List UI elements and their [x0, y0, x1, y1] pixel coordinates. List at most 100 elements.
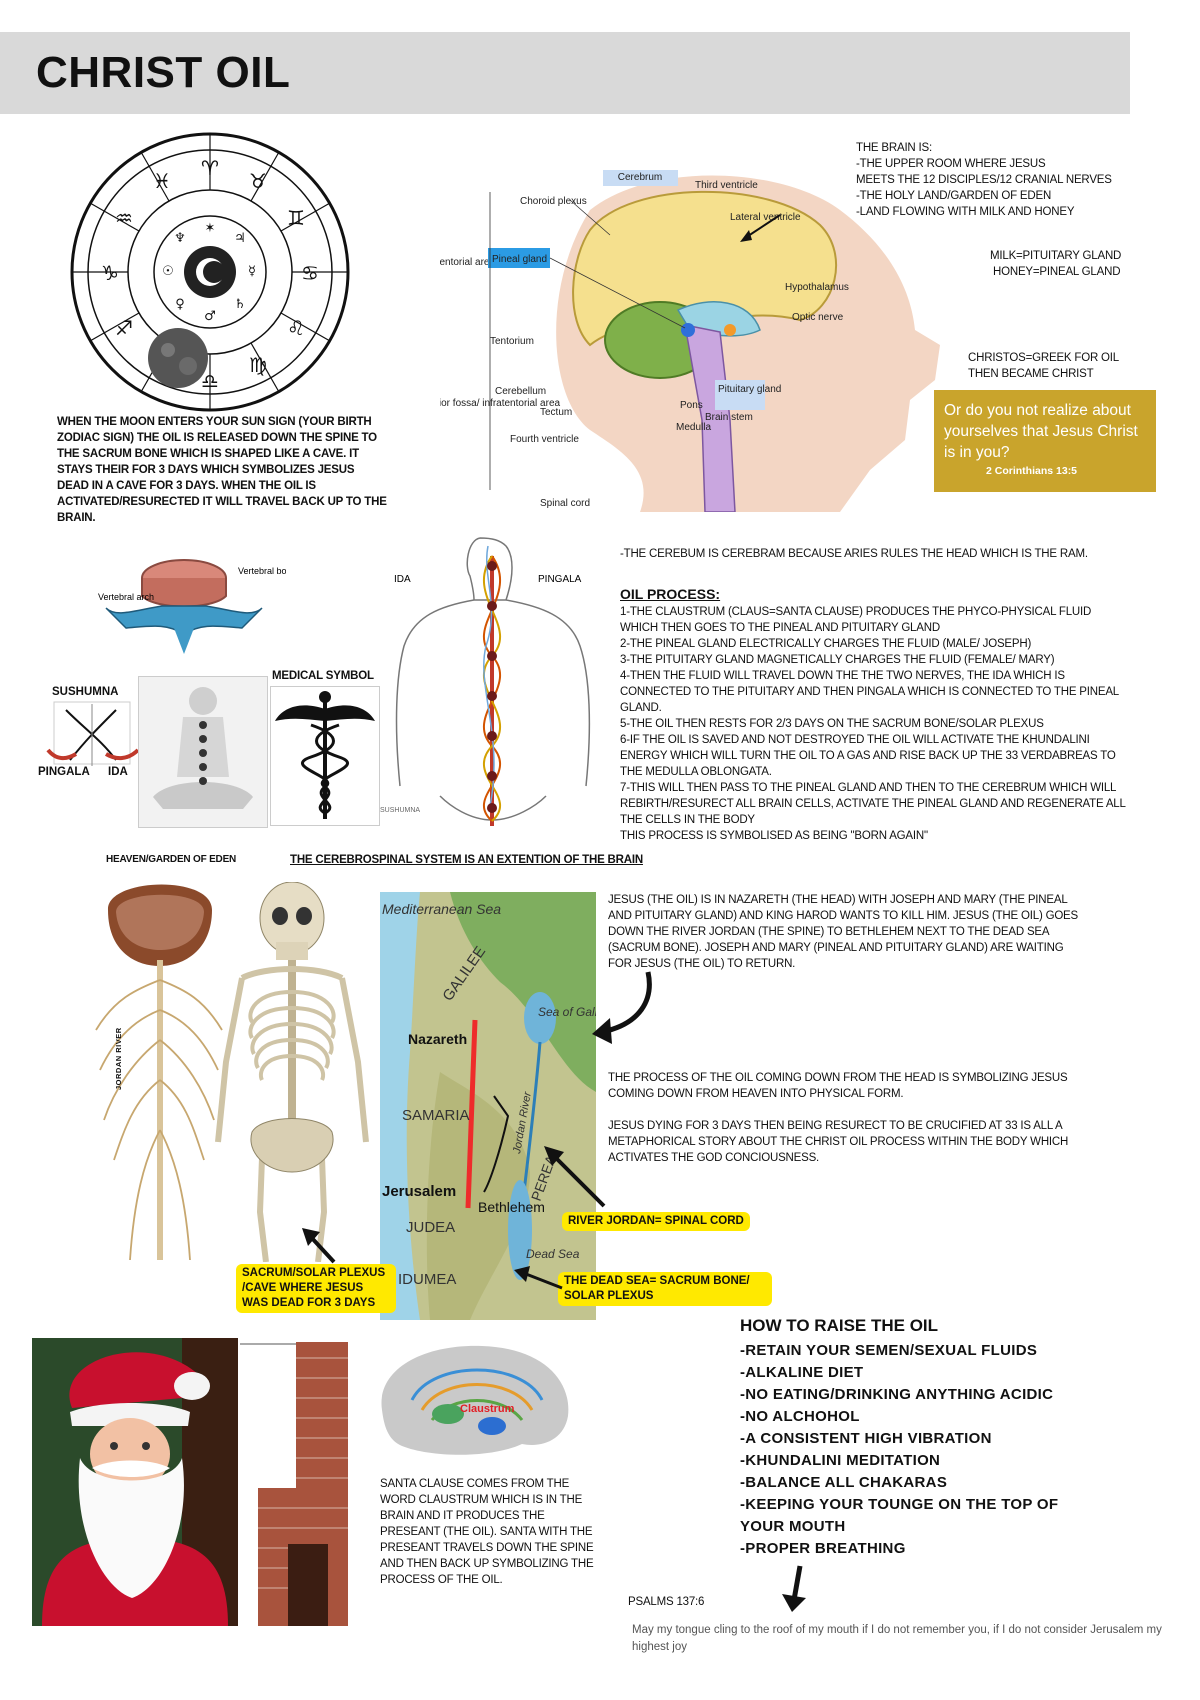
- nazareth-story-text: JESUS (THE OIL) IS IN NAZARETH (THE HEAD…: [608, 894, 1078, 970]
- page-title: CHRIST OIL: [36, 48, 291, 97]
- svg-text:Spinal cord: Spinal cord: [540, 498, 590, 509]
- svg-text:SUSHUMNA: SUSHUMNA: [380, 807, 420, 814]
- svg-text:♒: ♒: [115, 206, 133, 230]
- svg-text:♈: ♈: [201, 156, 219, 180]
- svg-text:Fourth ventricle: Fourth ventricle: [510, 434, 579, 445]
- svg-text:♂: ♂: [204, 309, 216, 324]
- verse-box: Or do you not realize about yourselves t…: [934, 390, 1156, 492]
- santa-text: SANTA CLAUSE COMES FROM THE WORD CLAUSTR…: [380, 1478, 594, 1586]
- ida-label: IDA: [108, 766, 128, 778]
- svg-text:♑: ♑: [101, 261, 119, 285]
- svg-text:Jerusalem: Jerusalem: [382, 1183, 456, 1200]
- svg-text:Brain stem: Brain stem: [705, 412, 753, 423]
- verse-ref: 2 Corinthians 13:5: [986, 465, 1078, 477]
- svg-text:Posterior fossa/ infratentoria: Posterior fossa/ infratentorial area: [440, 398, 561, 409]
- claustrum-brain-image: Claustrum: [381, 1345, 569, 1455]
- israel-map-image: Mediterranean Sea GALILEE Sea of Galilee…: [380, 892, 596, 1320]
- svg-text:✶: ✶: [205, 221, 216, 236]
- down-arrow: [782, 1565, 806, 1612]
- svg-text:Nazareth: Nazareth: [408, 1031, 467, 1047]
- psalm-text: May my tongue cling to the roof of my mo…: [632, 1624, 1162, 1653]
- pingala-label: PINGALA: [38, 766, 90, 778]
- cerebum-note: -THE CEREBUM IS CEREBRAM BECAUSE ARIES R…: [620, 548, 1088, 560]
- svg-text:♋: ♋: [301, 261, 319, 285]
- zodiac-caption: WHEN THE MOON ENTERS YOUR SUN SIGN (YOUR…: [57, 416, 387, 524]
- svg-text:♍: ♍: [249, 353, 267, 377]
- howto-list: -RETAIN YOUR SEMEN/SEXUAL FLUIDS-ALKALIN…: [740, 1342, 1059, 1557]
- santa-image: [32, 1338, 238, 1626]
- svg-text:♀: ♀: [175, 297, 185, 312]
- svg-text:Tentorium: Tentorium: [490, 336, 534, 347]
- svg-text:☿: ☿: [248, 264, 256, 279]
- svg-text:Pituitary gland: Pituitary gland: [718, 384, 781, 395]
- svg-text:JUDEA: JUDEA: [406, 1219, 455, 1236]
- cerebrospinal-caption: THE CEREBROSPINAL SYSTEM IS AN EXTENTION…: [290, 854, 643, 866]
- svg-text:♌: ♌: [287, 316, 305, 340]
- oil-process-heading: OIL PROCESS:: [620, 586, 721, 602]
- river-jordan-label: RIVER JORDAN= SPINAL CORD: [562, 1212, 750, 1231]
- title-bar: [0, 32, 1130, 114]
- svg-text:SAMARIA: SAMARIA: [402, 1107, 470, 1124]
- svg-text:Cerebellum: Cerebellum: [495, 386, 546, 397]
- honey-text: HONEY=PINEAL GLAND: [993, 266, 1121, 278]
- svg-text:PINGALA: PINGALA: [538, 574, 582, 585]
- svg-text:♃: ♃: [234, 231, 246, 246]
- svg-text:Pons: Pons: [680, 400, 703, 411]
- caduceus-image: [270, 686, 380, 826]
- medical-symbol-label: MEDICAL SYMBOL: [272, 670, 374, 682]
- sushumna-label: SUSHUMNA: [52, 686, 119, 698]
- svg-text:Hypothalamus: Hypothalamus: [785, 282, 849, 293]
- svg-text:Medulla: Medulla: [676, 422, 711, 433]
- svg-text:Vertebral body: Vertebral body: [238, 566, 286, 576]
- dead-sea-label: THE DEAD SEA= SACRUM BONE/ SOLAR PLEXUS: [558, 1272, 772, 1306]
- svg-text:Pineal gland: Pineal gland: [492, 254, 547, 265]
- milk-text: MILK=PITUITARY GLAND: [990, 250, 1122, 262]
- process-text: THE PROCESS OF THE OIL COMING DOWN FROM …: [608, 1072, 1068, 1100]
- svg-text:Choroid plexus: Choroid plexus: [520, 196, 587, 207]
- sushumna-diagram: [46, 701, 140, 766]
- svg-text:♐: ♐: [115, 316, 133, 340]
- svg-text:Tectum: Tectum: [540, 407, 572, 418]
- zodiac-wheel-image: ♈♉♊ ♋♌♍ ♎♏♐ ♑♒♓ ✶♃☿ ♄♂♀ ☉♆: [70, 132, 350, 412]
- svg-text:♓: ♓: [153, 169, 171, 193]
- brain-is-list: THE BRAIN IS:-THE UPPER ROOM WHERE JESUS…: [856, 142, 1112, 218]
- verse-text: Or do you not realize about yourselves t…: [944, 402, 1138, 461]
- dead-sea-arrow: [514, 1266, 563, 1290]
- svg-text:♄: ♄: [234, 297, 246, 312]
- psalm-ref: PSALMS 137:6: [628, 1596, 705, 1608]
- nervous-system-image: [95, 884, 223, 1260]
- curved-arrow: [592, 971, 652, 1044]
- svg-text:Mediterranean Sea: Mediterranean Sea: [382, 901, 501, 917]
- svg-text:♉: ♉: [249, 169, 267, 193]
- svg-text:Bethlehem: Bethlehem: [478, 1199, 545, 1215]
- svg-text:Third ventricle: Third ventricle: [695, 180, 758, 191]
- brain-diagram-image: Cerebrum Choroid plexus Third ventricle …: [440, 170, 940, 512]
- chimney-image: [240, 1342, 348, 1626]
- label-cerebrum: Cerebrum: [618, 172, 662, 183]
- sacrum-arrow: [302, 1228, 336, 1264]
- jordan-river-label: JORDAN RIVER: [114, 1027, 123, 1090]
- svg-text:♆: ♆: [174, 231, 186, 246]
- svg-text:Optic nerve: Optic nerve: [792, 312, 844, 323]
- vertebra-image: Vertebral body Vertebral arch: [98, 559, 286, 654]
- body-nadis-image: IDA PINGALA SUSHUMNA: [380, 537, 591, 826]
- svg-text:Vertebral arch: Vertebral arch: [98, 592, 154, 602]
- svg-text:Claustrum: Claustrum: [460, 1403, 515, 1415]
- meditation-image: [138, 676, 268, 828]
- svg-text:Lateral ventricle: Lateral ventricle: [730, 212, 801, 223]
- svg-text:☉: ☉: [162, 264, 174, 279]
- svg-text:Supratentorial area: Supratentorial area: [440, 257, 495, 268]
- river-arrow: [544, 1146, 606, 1208]
- heaven-label: HEAVEN/GARDEN OF EDEN: [106, 854, 237, 865]
- oil-process-list: 1-THE CLAUSTRUM (CLAUS=SANTA CLAUSE) PRO…: [620, 606, 1126, 842]
- sacrum-label: SACRUM/SOLAR PLEXUS /CAVE WHERE JESUS WA…: [236, 1264, 396, 1313]
- svg-text:Dead Sea: Dead Sea: [526, 1247, 580, 1261]
- svg-text:♎: ♎: [201, 369, 219, 393]
- howto-heading: HOW TO RAISE THE OIL: [740, 1316, 939, 1335]
- svg-text:Sea of Galilee: Sea of Galilee: [538, 1005, 596, 1019]
- dying-text: JESUS DYING FOR 3 DAYS THEN BEING RESURE…: [608, 1120, 1069, 1164]
- skeleton-image: [215, 882, 369, 1262]
- svg-text:IDUMEA: IDUMEA: [398, 1271, 456, 1288]
- svg-text:♊: ♊: [287, 206, 305, 230]
